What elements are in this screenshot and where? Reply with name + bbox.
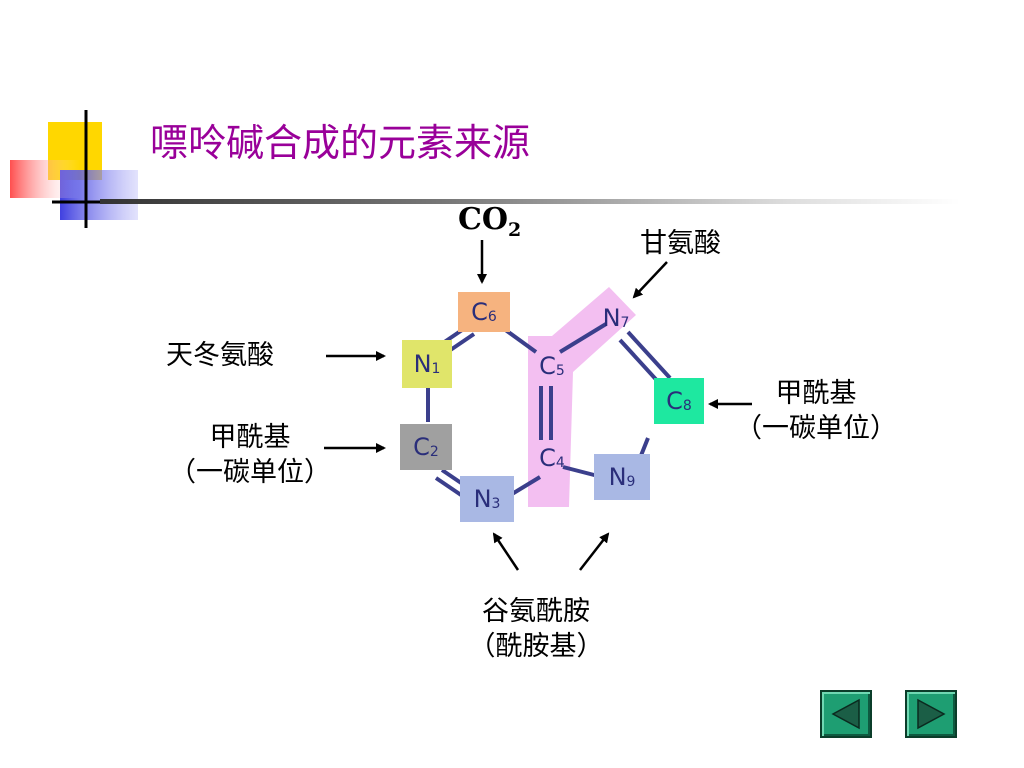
title-underline: [100, 199, 960, 204]
formyl-right-line1: 甲酰基: [775, 378, 857, 409]
label-formyl-right: 甲酰基 （一碳单位）: [716, 376, 916, 446]
label-glycine: 甘氨酸: [640, 228, 721, 259]
next-slide-button[interactable]: [905, 690, 957, 738]
label-co2: CO2: [458, 202, 522, 241]
formyl-left-line2: （一碳单位）: [169, 457, 331, 489]
triangle-left-icon: [831, 698, 860, 730]
decor-corner: [0, 100, 140, 230]
purine-diagram: [400, 287, 704, 522]
glycine-arrow: [632, 261, 668, 299]
label-glutamine: 谷氨酰胺 （酰胺基）: [436, 594, 636, 664]
label-formyl-left: 甲酰基 （一碳单位）: [150, 420, 350, 490]
prev-slide-button[interactable]: [820, 690, 872, 738]
glycine-highlight: [528, 287, 636, 507]
formyl-right-line2: （一碳单位）: [735, 413, 897, 445]
n3-box: [460, 476, 514, 522]
glutamine-line2: （酰胺基）: [468, 631, 604, 663]
c2-box: [400, 424, 452, 470]
label-aspartate: 天冬氨酸: [166, 340, 274, 371]
n1-box: [402, 340, 452, 388]
slide-title: 嘌呤碱合成的元素来源: [150, 121, 531, 165]
formyl-left-line1: 甲酰基: [209, 422, 291, 453]
glutamine-arrow-right: [579, 532, 610, 571]
c8-box: [654, 378, 704, 424]
n9-box: [594, 454, 650, 500]
glutamine-line1: 谷氨酰胺: [482, 596, 590, 627]
c6-box: [458, 292, 510, 332]
glutamine-arrow-left: [492, 532, 520, 571]
decor-squares: [10, 110, 140, 228]
triangle-right-icon: [917, 698, 946, 730]
